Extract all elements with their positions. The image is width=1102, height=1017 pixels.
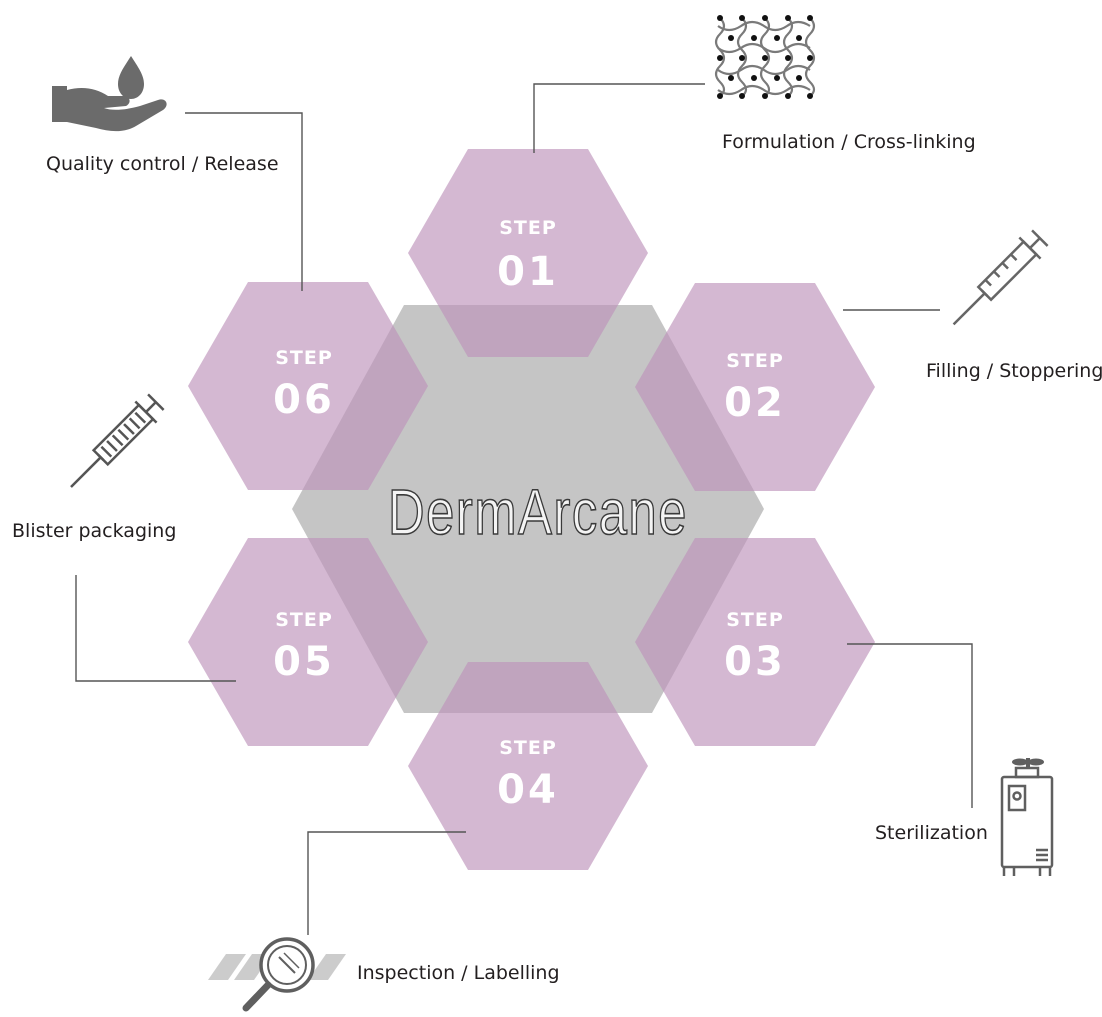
connector-blister xyxy=(75,575,236,682)
syringe-icon xyxy=(70,393,165,488)
caption-formulation: Formulation / Cross-linking xyxy=(722,131,976,153)
autoclave-icon xyxy=(1000,766,1054,876)
step-02-hexagon xyxy=(635,283,875,491)
step-03-hexagon xyxy=(635,538,875,746)
step-02-word: STEP xyxy=(726,350,784,372)
caption-sterilization: Sterilization xyxy=(875,822,988,844)
brand-logo-text: DermArcane xyxy=(388,476,688,548)
step-05-hexagon xyxy=(188,538,428,746)
magnifier-icon xyxy=(242,937,315,1012)
connector-inspection xyxy=(307,831,466,935)
step-02-number: 02 xyxy=(724,380,786,426)
step-04-hexagon xyxy=(408,662,648,870)
step-06-word: STEP xyxy=(275,347,333,369)
step-06-number: 06 xyxy=(273,377,335,423)
autoclave-valve-icon xyxy=(1012,758,1044,768)
caption-inspection: Inspection / Labelling xyxy=(357,962,560,984)
step-03-number: 03 xyxy=(724,639,786,685)
step-01-number: 01 xyxy=(497,249,559,295)
step-04-word: STEP xyxy=(499,737,557,759)
caption-filling: Filling / Stoppering xyxy=(926,360,1102,382)
step-06-hexagon xyxy=(188,282,428,490)
syringe-outline-icon xyxy=(952,229,1049,326)
caption-quality: Quality control / Release xyxy=(46,153,279,175)
step-05-word: STEP xyxy=(275,609,333,631)
step-01-word: STEP xyxy=(499,217,557,239)
crosslink-network-icon xyxy=(714,17,816,97)
step-04-number: 04 xyxy=(497,767,559,813)
connector-quality xyxy=(185,112,303,291)
connector-formulation xyxy=(533,83,705,153)
caption-blister: Blister packaging xyxy=(12,520,176,542)
crosslink-nodes-icon xyxy=(717,15,813,99)
step-01-hexagon xyxy=(408,149,648,357)
step-05-number: 05 xyxy=(273,639,335,685)
step-03-word: STEP xyxy=(726,609,784,631)
hand-drop-icon xyxy=(52,56,167,132)
connector-sterilization xyxy=(847,643,973,808)
